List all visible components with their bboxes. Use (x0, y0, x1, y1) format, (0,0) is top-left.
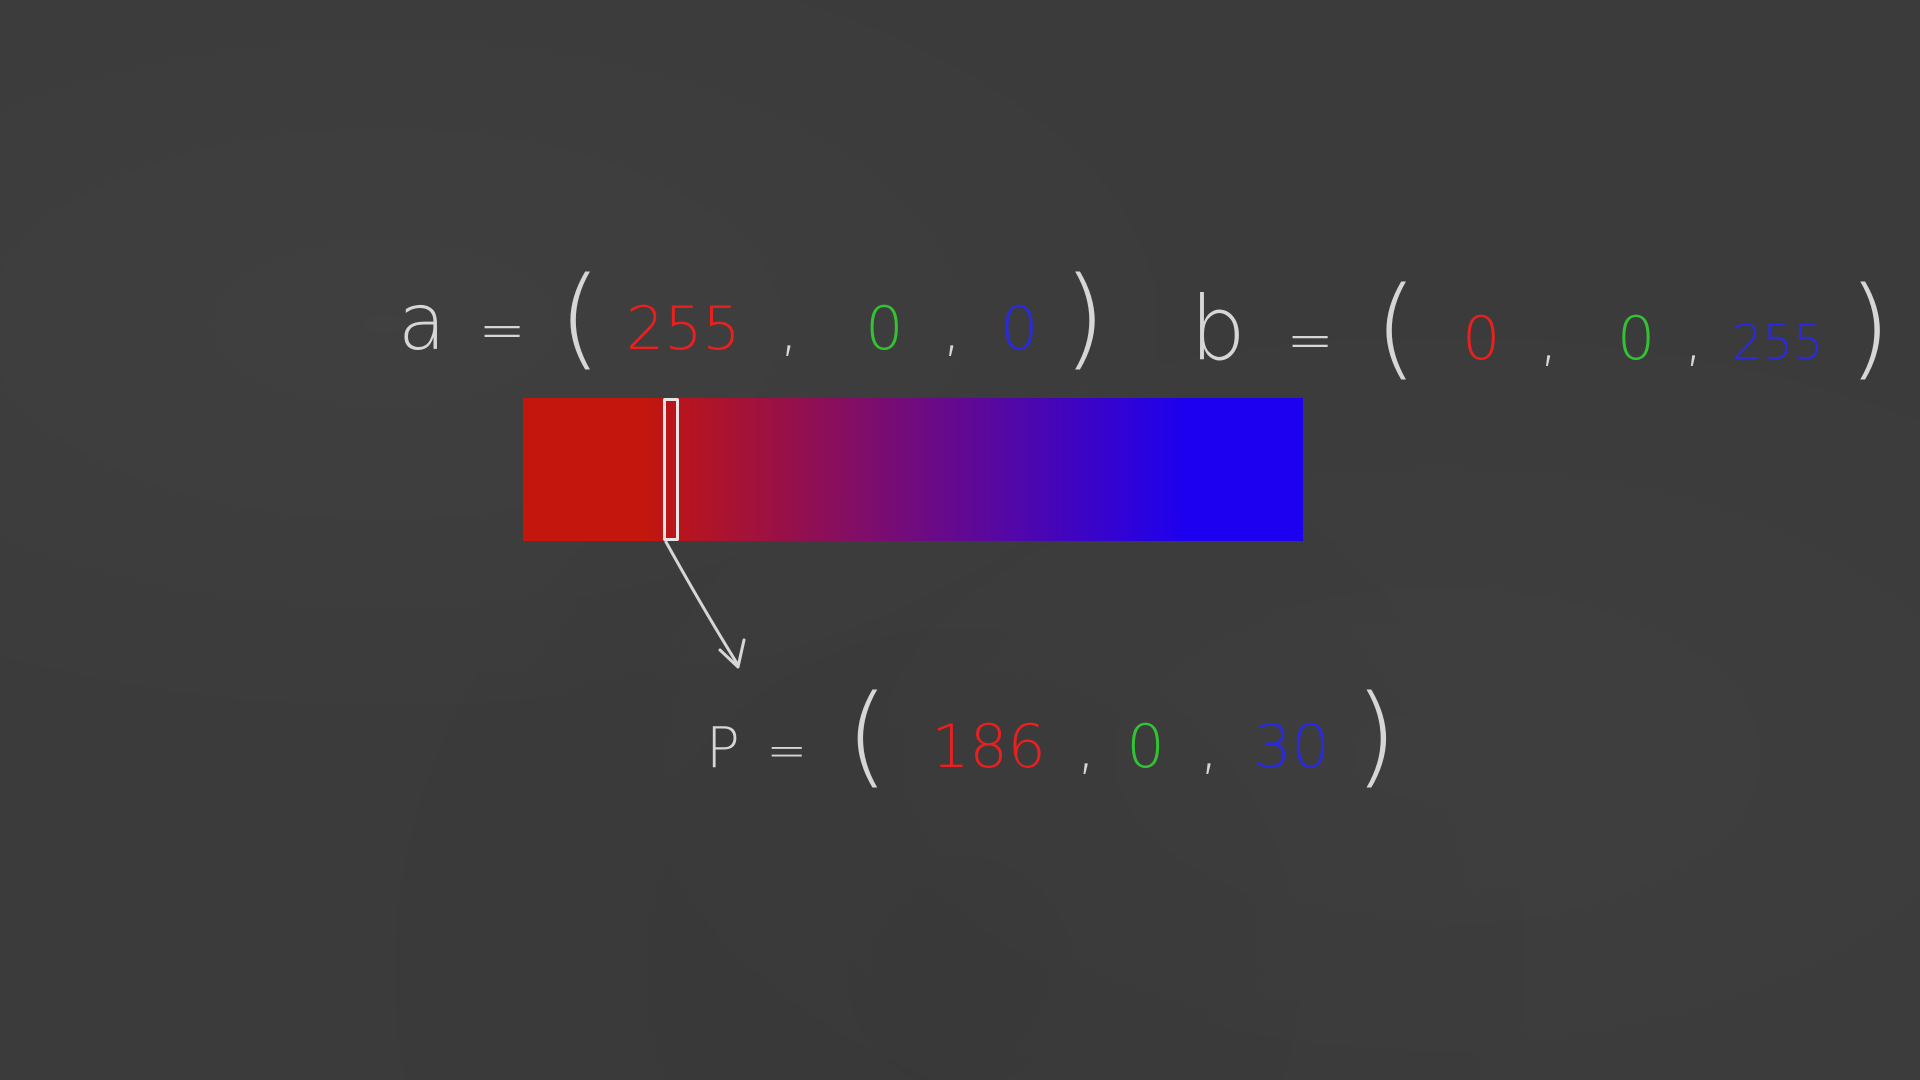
value-p-green: 0 (1126, 712, 1165, 782)
open-paren-b: ( (1374, 263, 1418, 391)
equals-a: = (478, 298, 526, 363)
equals-b: = (1286, 308, 1334, 373)
label-p: P (706, 716, 740, 781)
comma-a-1: , (779, 294, 799, 364)
equals-p: = (766, 723, 807, 779)
equation-p: P = ( 186 , 0 , 30 ) (706, 680, 1397, 790)
comma-b-1: , (1539, 304, 1559, 374)
close-paren-b: ) (1848, 263, 1892, 391)
open-paren-p: ( (845, 671, 889, 799)
value-b-blue: 255 (1731, 315, 1824, 371)
value-a-green: 0 (865, 294, 904, 364)
value-a-blue: 0 (1000, 294, 1039, 364)
value-b-green: 0 (1616, 304, 1656, 374)
gradient-fill (523, 398, 1303, 541)
comma-a-2: , (942, 294, 962, 364)
arrow-icon (664, 540, 746, 669)
label-b: b (1190, 277, 1246, 380)
equation-b: b = ( 0 , 0 , 255 ) (1190, 272, 1891, 382)
gradient-bar (523, 398, 1303, 541)
sample-marker[interactable] (663, 398, 680, 541)
equation-a: a = ( 255 , 0 , 0 ) (398, 262, 1106, 372)
close-paren-p: ) (1354, 671, 1398, 799)
value-p-red: 186 (931, 712, 1046, 782)
label-a: a (398, 278, 446, 368)
close-paren-a: ) (1063, 253, 1107, 381)
comma-b-2: , (1683, 304, 1704, 374)
value-p-blue: 30 (1253, 712, 1330, 782)
comma-p-1: , (1076, 712, 1096, 782)
value-b-red: 0 (1462, 304, 1501, 374)
open-paren-a: ( (558, 253, 602, 381)
value-a-red: 255 (626, 294, 741, 364)
comma-p-2: , (1199, 712, 1219, 782)
